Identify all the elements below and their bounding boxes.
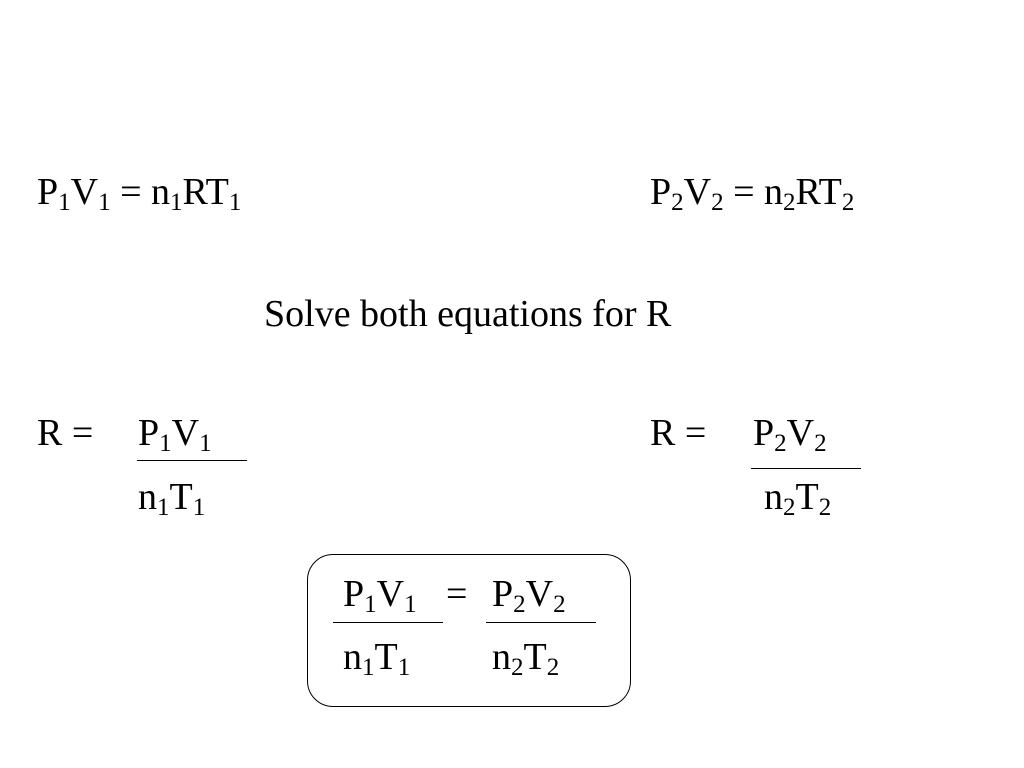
symbol-n: n: [151, 171, 171, 213]
symbol-t: T: [169, 476, 193, 518]
subscript: 2: [553, 591, 566, 618]
subscript: 1: [98, 189, 111, 216]
combined-equals-sign: =: [446, 573, 468, 615]
subscript: 2: [774, 430, 787, 457]
symbol-n: n: [492, 636, 511, 678]
symbol-v: V: [683, 171, 712, 213]
fraction-1-numerator: P1V1: [138, 412, 212, 456]
subscript: 1: [364, 591, 377, 618]
subscript: 1: [159, 430, 172, 457]
r-label-2: R =: [650, 412, 707, 454]
combined-left-fraction-bar: [333, 622, 443, 623]
symbol-t: T: [374, 636, 398, 678]
subscript: 1: [362, 654, 375, 681]
symbol-p: P: [138, 412, 160, 454]
r-label-1: R =: [37, 412, 94, 454]
combined-right-numerator: P2V2: [492, 573, 566, 617]
symbol-v: V: [171, 412, 200, 454]
subscript: 1: [58, 189, 71, 216]
subscript: 2: [818, 494, 832, 521]
subscript: 2: [783, 494, 796, 521]
symbol-p: P: [492, 573, 514, 615]
symbol-n: n: [343, 636, 362, 678]
fraction-2-bar: [751, 468, 861, 469]
symbol-v: V: [525, 573, 554, 615]
symbol-p: P: [37, 171, 59, 213]
subscript: 1: [397, 654, 411, 681]
symbol-p: P: [650, 171, 672, 213]
fraction-2-denominator: n2T2: [764, 476, 831, 520]
subscript: 1: [404, 591, 417, 618]
symbol-t: T: [795, 476, 819, 518]
subscript: 1: [170, 189, 183, 216]
symbol-n: n: [138, 476, 157, 518]
subscript: 1: [192, 494, 206, 521]
subscript: 2: [783, 189, 796, 216]
subscript: 2: [671, 189, 684, 216]
symbol-v: V: [786, 412, 815, 454]
subscript: 2: [546, 654, 560, 681]
instruction-text: Solve both equations for R: [264, 293, 672, 335]
equals-sign: =: [723, 171, 765, 213]
subscript: 2: [841, 189, 855, 216]
subscript: 1: [199, 430, 212, 457]
fraction-2-numerator: P2V2: [753, 412, 827, 456]
symbol-rt: RT: [182, 171, 229, 213]
combined-left-numerator: P1V1: [343, 573, 417, 617]
equals-sign: =: [110, 171, 152, 213]
symbol-t: T: [523, 636, 547, 678]
combined-gas-law-box: [307, 554, 631, 707]
fraction-1-bar: [137, 460, 247, 461]
symbol-rt: RT: [795, 171, 842, 213]
symbol-p: P: [753, 412, 775, 454]
symbol-n: n: [764, 171, 784, 213]
ideal-gas-equation-state-2: P2V2 = n2RT2: [650, 171, 854, 215]
symbol-n: n: [764, 476, 783, 518]
combined-right-fraction-bar: [486, 622, 596, 623]
subscript: 1: [157, 494, 170, 521]
combined-left-denominator: n1T1: [343, 636, 410, 680]
subscript: 1: [228, 189, 242, 216]
symbol-p: P: [343, 573, 365, 615]
subscript: 2: [711, 189, 724, 216]
subscript: 2: [511, 654, 524, 681]
combined-right-denominator: n2T2: [492, 636, 559, 680]
subscript: 2: [513, 591, 526, 618]
subscript: 2: [814, 430, 827, 457]
ideal-gas-equation-state-1: P1V1 = n1RT1: [37, 171, 241, 215]
symbol-v: V: [376, 573, 405, 615]
symbol-v: V: [70, 171, 99, 213]
fraction-1-denominator: n1T1: [138, 476, 205, 520]
